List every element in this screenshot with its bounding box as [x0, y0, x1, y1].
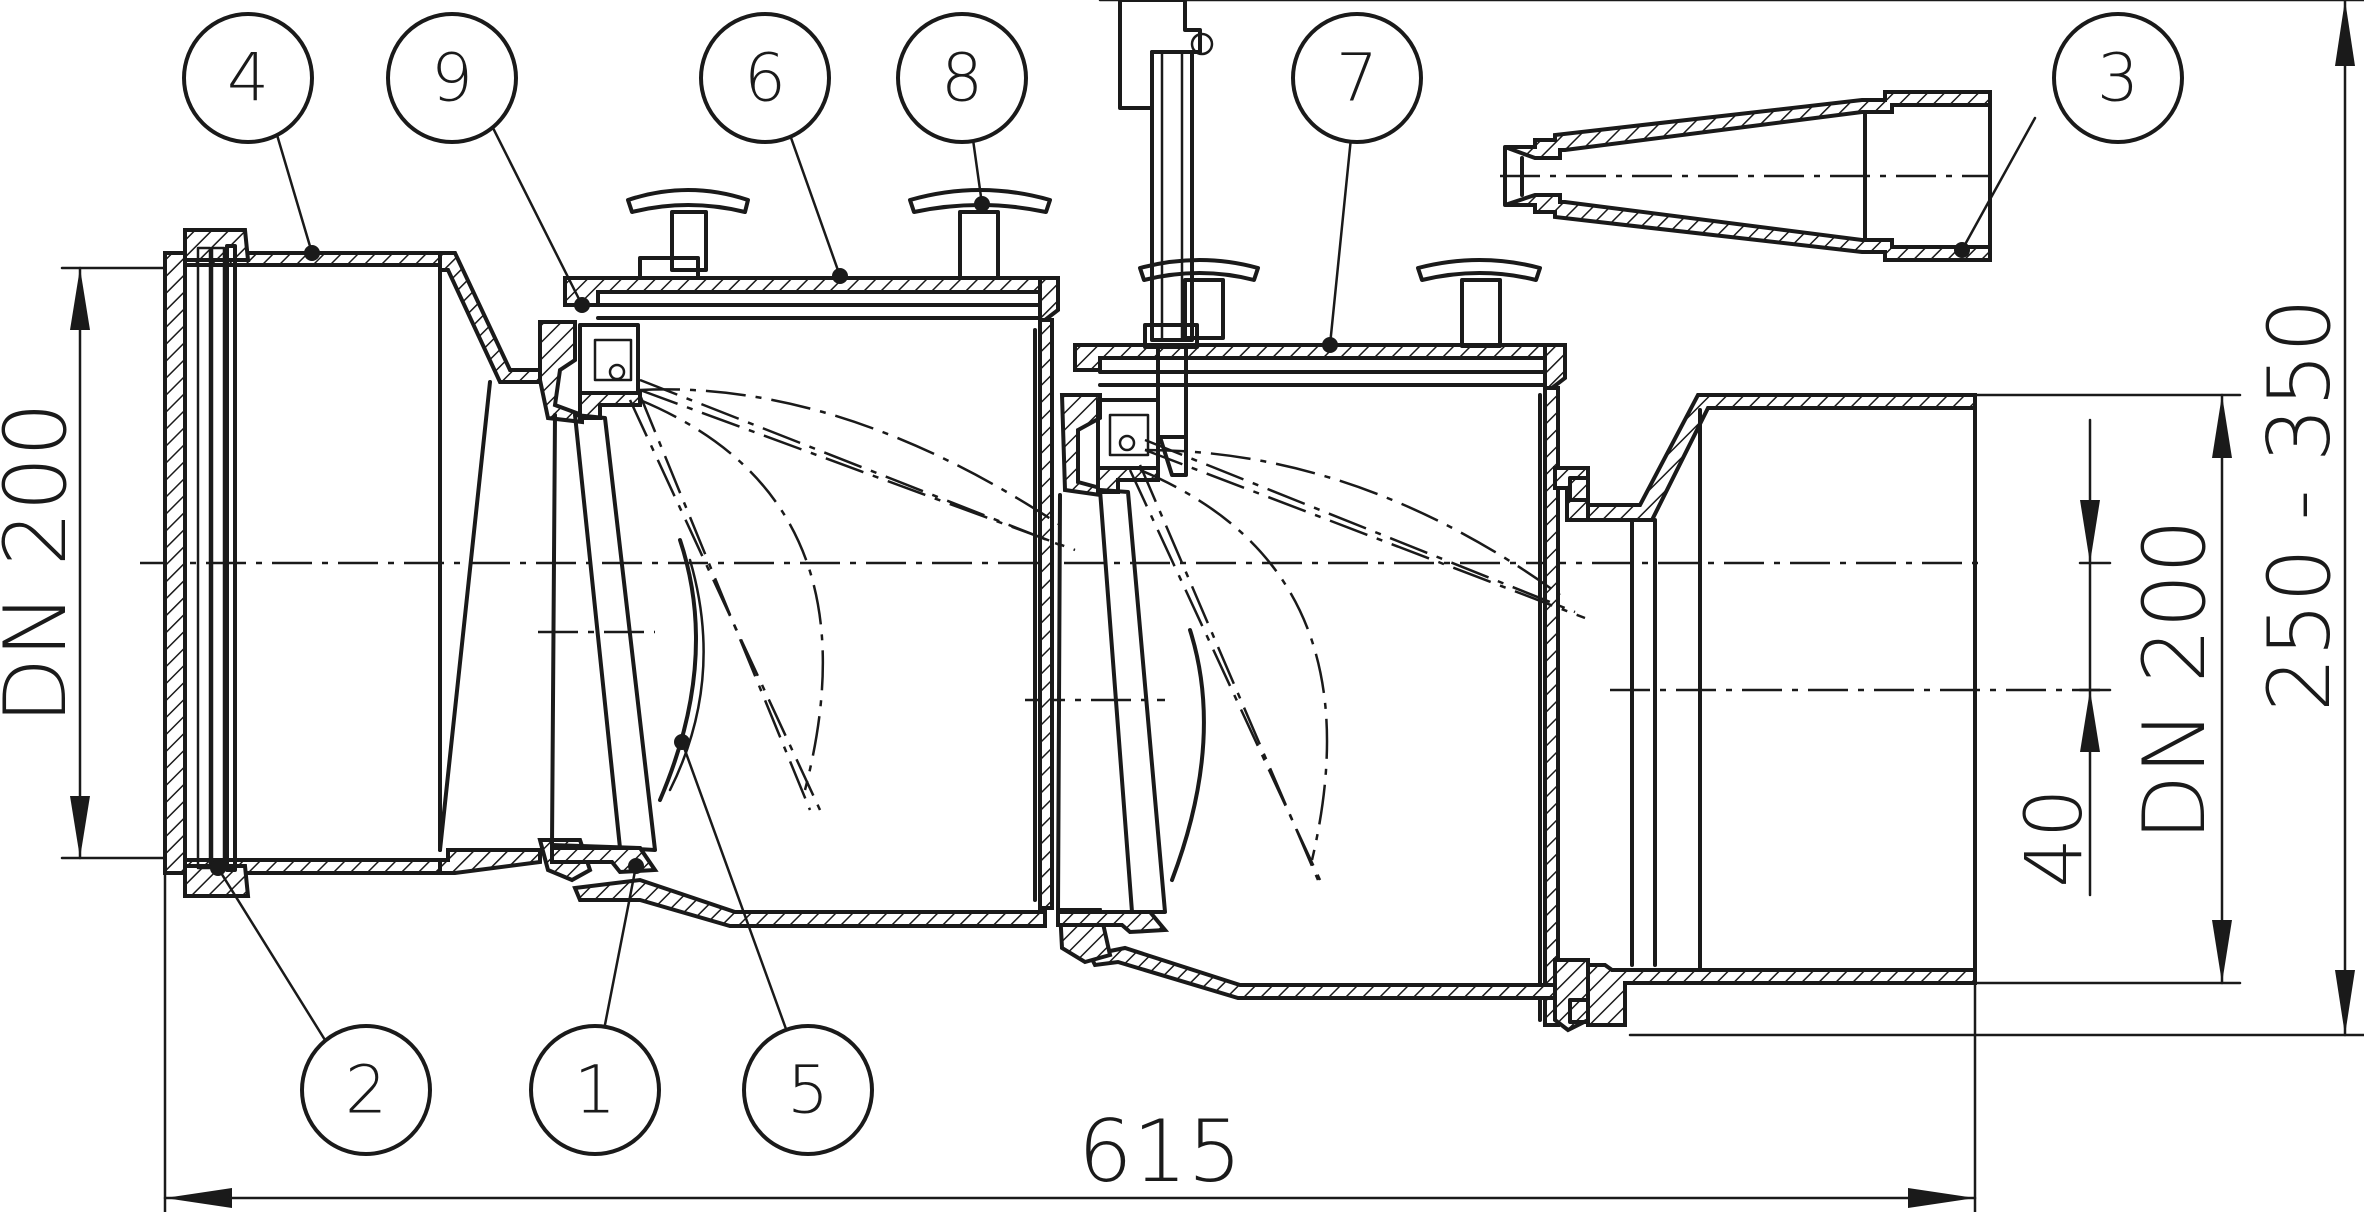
callout-2-label: 2	[345, 1052, 387, 1129]
knob-icon	[908, 188, 1052, 280]
inlet-diameter-label: DN 200	[0, 402, 86, 724]
dimension-lines	[60, 0, 2364, 1212]
lever-handle	[1118, 0, 1214, 477]
callout-5-label: 5	[787, 1052, 829, 1129]
callout-4: 4	[182, 12, 314, 144]
callout-3-label: 3	[2097, 40, 2139, 117]
callout-9: 9	[386, 12, 518, 144]
callout-6-label: 6	[744, 40, 786, 117]
knob-icon	[626, 188, 750, 280]
overall-length-label: 615	[1078, 1102, 1242, 1202]
callout-2: 2	[300, 1024, 432, 1156]
inlet-socket	[163, 228, 542, 898]
height-range-label: 250 - 350	[2250, 298, 2350, 712]
callout-7: 7	[1291, 12, 1423, 144]
callout-4-label: 4	[227, 40, 269, 117]
offset-label: 40	[2010, 788, 2100, 887]
nozzle-part	[1503, 90, 1992, 262]
callout-5: 5	[742, 1024, 874, 1156]
callout-1-label: 1	[574, 1052, 616, 1129]
housing-first	[537, 188, 1076, 928]
callout-3: 3	[2052, 12, 2184, 144]
leader-lines	[210, 116, 2037, 1042]
callout-8: 8	[896, 12, 1028, 144]
callout-1: 1	[529, 1024, 661, 1156]
callout-6: 6	[699, 12, 831, 144]
outlet-spigot	[1553, 393, 1977, 1033]
knob-icon	[1138, 258, 1260, 340]
outlet-diameter-label: DN 200	[2125, 519, 2225, 841]
knob-icon	[1416, 258, 1542, 348]
callout-9-label: 9	[431, 40, 473, 117]
callout-8-label: 8	[941, 40, 983, 117]
callout-7-label: 7	[1336, 40, 1378, 117]
